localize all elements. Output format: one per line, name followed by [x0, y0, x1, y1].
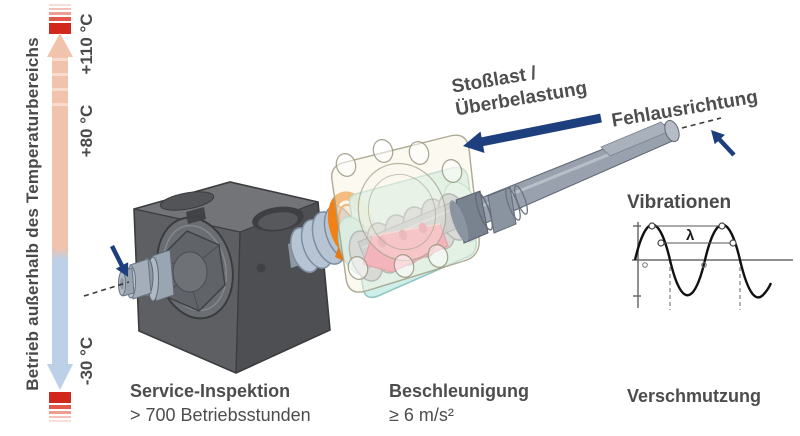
locknut-hex [160, 230, 226, 312]
condition-contamination: Verschmutzung [627, 386, 761, 410]
bar-tick [52, 88, 68, 91]
flange-bolt-holes [335, 139, 463, 280]
condition-service-inspection: Service-Inspektion > 700 Betriebsstunden [130, 381, 311, 426]
temperature-limit-hot-stripes [49, 4, 71, 34]
screw-shaft [449, 119, 680, 244]
shaft-end-stub [118, 249, 175, 302]
condition-title: Service-Inspektion [130, 381, 291, 401]
bar-tick [52, 73, 68, 76]
temperature-arrow-down-icon [47, 364, 73, 390]
wavelength-lambda-symbol: λ [686, 227, 695, 244]
condition-title: Beschleunigung [389, 381, 530, 401]
temperature-gradient-bar [52, 56, 68, 365]
bearing-block [118, 181, 331, 374]
bar-tick [52, 103, 68, 106]
axis-dashed-line-right [681, 117, 722, 129]
flange-translucent [331, 134, 480, 293]
callout-vibrations: Vibrationen [627, 192, 732, 213]
misalignment-arrow-right-icon [681, 117, 736, 157]
condition-value: > 700 Betriebsstunden [130, 405, 311, 425]
condition-acceleration: Beschleunigung ≥ 6 m/s² [389, 381, 529, 426]
misalignment-arrow-left-icon [83, 244, 130, 297]
sine-wave [633, 223, 773, 299]
axis-dashed-line-left [83, 281, 130, 297]
temperature-arrow-up-icon [47, 33, 73, 57]
bar-tick [52, 58, 68, 61]
shock-load-arrow-icon [463, 113, 602, 153]
temperature-limit-cold-stripes [49, 392, 71, 422]
block-bolt-hole [256, 263, 266, 273]
condition-value: ≥ 6 m/s² [389, 405, 454, 425]
condition-title: Verschmutzung [627, 386, 762, 406]
vibration-wave-diagram: λ [632, 222, 793, 310]
